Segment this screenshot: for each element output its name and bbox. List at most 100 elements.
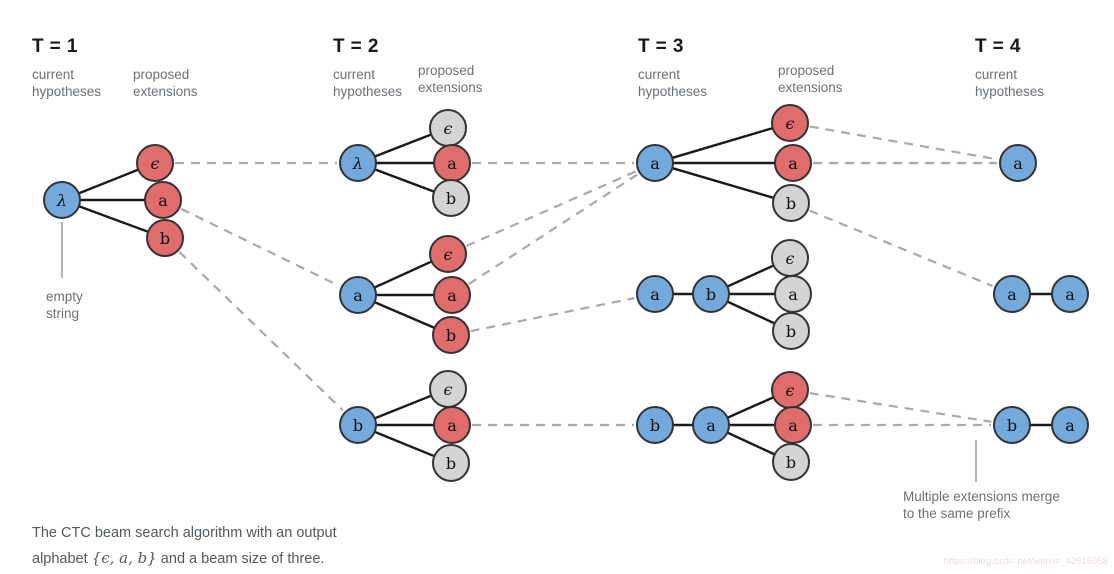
column-subtitle-proposed-t1: proposed extensions <box>133 66 198 100</box>
node-circle <box>432 444 470 482</box>
dashed-edge <box>470 297 635 333</box>
graph-node-t3-e3c[interactable]: b <box>772 443 810 481</box>
graph-node-t4-h1[interactable]: a <box>999 144 1037 182</box>
graph-node-t3-e2b[interactable]: a <box>774 275 812 313</box>
node-label: ϵ <box>444 380 453 399</box>
graph-node-t2-e1c[interactable]: b <box>432 179 470 217</box>
merge-note-line1: Multiple extensions merge <box>903 489 1060 504</box>
graph-node-t3-e2c[interactable]: b <box>772 312 810 350</box>
solid-edge <box>77 204 150 234</box>
column-title-t4: T = 4 <box>975 36 1021 57</box>
column-subtitle-current-t4: current hypotheses <box>975 66 1044 100</box>
graph-node-t1-h1[interactable]: λ <box>43 181 81 219</box>
solid-edge <box>726 395 775 420</box>
node-circle <box>774 406 812 444</box>
node-circle <box>692 406 730 444</box>
solid-edge <box>670 126 775 160</box>
node-label: a <box>788 416 798 435</box>
graph-node-t3-h1[interactable]: a <box>636 144 674 182</box>
dashed-edge <box>468 173 638 286</box>
caption-line2-post: and a beam size of three. <box>156 551 325 567</box>
graph-node-t2-h3[interactable]: b <box>339 406 377 444</box>
graph-node-t4-h3b[interactable]: a <box>1051 406 1089 444</box>
node-circle <box>774 144 812 182</box>
dashed-edge <box>809 125 998 161</box>
node-circle <box>339 144 377 182</box>
node-label: a <box>1065 285 1075 304</box>
node-circle <box>636 275 674 313</box>
graph-node-t3-e3b[interactable]: a <box>774 406 812 444</box>
graph-node-t1-e3[interactable]: b <box>146 219 184 257</box>
graph-node-t2-h2[interactable]: a <box>339 276 377 314</box>
node-label: ϵ <box>786 249 795 268</box>
graph-node-t2-h1[interactable]: λ <box>339 144 377 182</box>
node-circle <box>433 276 471 314</box>
node-circle <box>339 276 377 314</box>
t1-current-line2: hypotheses <box>32 84 102 99</box>
t1-current-line1: current <box>32 67 75 82</box>
graph-node-t2-e2c[interactable]: b <box>432 316 470 354</box>
dashed-edges-layer <box>175 125 998 427</box>
node-circle <box>432 316 470 354</box>
graph-node-t3-h2b[interactable]: b <box>692 275 730 313</box>
node-label: ϵ <box>786 381 795 400</box>
graph-node-t4-h2b[interactable]: a <box>1051 275 1089 313</box>
node-label: a <box>788 154 798 173</box>
graph-node-t3-e1b[interactable]: a <box>774 144 812 182</box>
solid-edge <box>373 300 436 330</box>
graph-node-t4-h3a[interactable]: b <box>993 406 1031 444</box>
column-subtitle-proposed-t2: proposed extensions <box>418 62 483 96</box>
node-circle <box>339 406 377 444</box>
empty-string-line1: empty <box>46 289 83 304</box>
graph-node-t2-e3a[interactable]: ϵ <box>429 370 467 408</box>
node-label: ϵ <box>151 154 160 173</box>
graph-node-t2-e2b[interactable]: a <box>433 276 471 314</box>
solid-edge <box>373 430 436 458</box>
graph-node-t1-e2[interactable]: a <box>144 181 182 219</box>
solid-edge <box>725 300 777 325</box>
node-label: b <box>650 416 660 435</box>
graph-node-t3-h3b[interactable]: a <box>692 406 730 444</box>
t2-current-line1: current <box>333 67 376 82</box>
graph-node-t3-e1a[interactable]: ϵ <box>771 104 809 142</box>
node-label: a <box>447 154 457 173</box>
graph-node-t3-h3a[interactable]: b <box>636 406 674 444</box>
node-circle <box>772 443 810 481</box>
dashed-edge <box>809 209 994 288</box>
solid-edge <box>725 263 776 289</box>
node-label: ϵ <box>786 114 795 133</box>
node-circle <box>993 406 1031 444</box>
node-circle <box>43 181 81 219</box>
column-title-t1: T = 1 <box>32 36 78 57</box>
node-circle <box>136 144 174 182</box>
node-label: a <box>1013 154 1023 173</box>
graph-node-t2-e1b[interactable]: a <box>433 144 471 182</box>
graph-node-t2-e3b[interactable]: a <box>433 406 471 444</box>
dashed-edge <box>178 251 344 412</box>
graph-node-t3-e3a[interactable]: ϵ <box>771 371 809 409</box>
solid-edge <box>725 431 777 456</box>
column-subtitle-proposed-t3: proposed extensions <box>778 62 843 96</box>
dashed-edge <box>465 170 637 247</box>
graph-node-t1-e1[interactable]: ϵ <box>136 144 174 182</box>
graph-node-t4-h2a[interactable]: a <box>993 275 1031 313</box>
graph-node-t2-e1a[interactable]: ϵ <box>429 109 467 147</box>
graph-node-t2-e2a[interactable]: ϵ <box>429 235 467 273</box>
annotation-empty-string: empty string <box>46 288 83 322</box>
column-title-t2: T = 2 <box>333 36 379 57</box>
graph-node-t3-e2a[interactable]: ϵ <box>771 239 809 277</box>
node-circle <box>146 219 184 257</box>
t2-proposed-line1: proposed <box>418 63 475 78</box>
graph-node-t2-e3c[interactable]: b <box>432 444 470 482</box>
column-subtitle-current-t1: current hypotheses <box>32 66 101 100</box>
solid-edge <box>373 394 433 420</box>
dashed-edge <box>809 392 992 423</box>
figure-caption: The CTC beam search algorithm with an ou… <box>32 521 452 572</box>
node-label: a <box>706 416 716 435</box>
node-circle <box>772 312 810 350</box>
node-label: ϵ <box>444 245 453 264</box>
solid-edge <box>670 166 776 200</box>
graph-node-t3-e1c[interactable]: b <box>772 184 810 222</box>
graph-node-t3-h2a[interactable]: a <box>636 275 674 313</box>
